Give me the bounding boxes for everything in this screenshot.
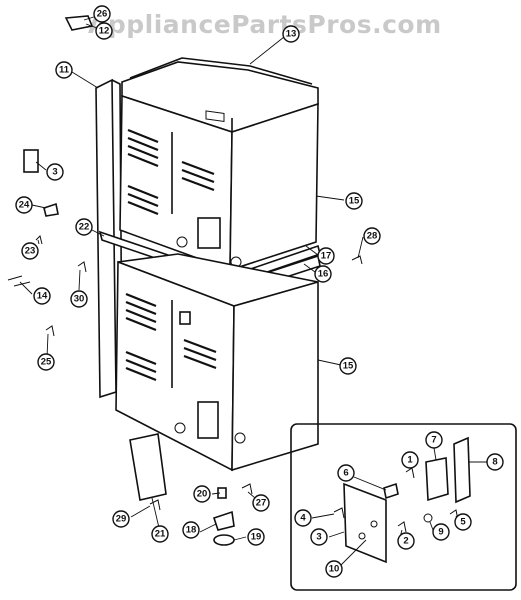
detail-inset bbox=[290, 423, 517, 591]
callout-2: 2 bbox=[397, 532, 415, 550]
screw-1 bbox=[405, 467, 415, 479]
callout-22: 22 bbox=[75, 218, 93, 236]
svg-text:23: 23 bbox=[25, 246, 36, 257]
svg-text:11: 11 bbox=[59, 65, 70, 76]
svg-text:1: 1 bbox=[407, 455, 413, 466]
svg-text:6: 6 bbox=[343, 468, 348, 479]
callout-6: 6 bbox=[337, 464, 355, 482]
callout-14: 14 bbox=[33, 287, 51, 305]
svg-text:9: 9 bbox=[438, 527, 443, 538]
mount-plate-10 bbox=[343, 482, 387, 564]
callout-29: 29 bbox=[112, 510, 130, 528]
callout-23: 23 bbox=[21, 242, 39, 260]
svg-text:22: 22 bbox=[79, 222, 90, 233]
terminal-block-7 bbox=[425, 457, 449, 502]
svg-text:28: 28 bbox=[367, 231, 378, 242]
callout-5: 5 bbox=[454, 513, 472, 531]
callout-17: 17 bbox=[317, 247, 335, 265]
svg-text:15: 15 bbox=[343, 361, 354, 372]
screw-30 bbox=[77, 261, 87, 273]
svg-text:15: 15 bbox=[349, 196, 360, 207]
svg-text:10: 10 bbox=[329, 564, 340, 575]
svg-text:26: 26 bbox=[97, 9, 108, 20]
callout-15-upper: 15 bbox=[345, 192, 363, 210]
callout-1: 1 bbox=[401, 451, 419, 469]
svg-text:30: 30 bbox=[74, 294, 85, 305]
svg-text:21: 21 bbox=[155, 529, 166, 540]
callout-27: 27 bbox=[252, 494, 270, 512]
screw-2 bbox=[397, 521, 407, 533]
callout-13: 13 bbox=[282, 25, 300, 43]
screw-29 bbox=[149, 499, 161, 511]
svg-text:3: 3 bbox=[52, 167, 57, 178]
washer-19 bbox=[213, 534, 235, 546]
callout-11: 11 bbox=[55, 61, 73, 79]
svg-text:27: 27 bbox=[256, 498, 267, 509]
plate-21 bbox=[129, 433, 167, 501]
watermark-text: AppliancePartsPros.com bbox=[88, 10, 442, 39]
screw-4 bbox=[333, 507, 345, 519]
callout-18: 18 bbox=[182, 521, 200, 539]
loose-parts bbox=[7, 15, 363, 546]
callout-9: 9 bbox=[432, 523, 450, 541]
clip-24 bbox=[43, 202, 59, 217]
svg-text:12: 12 bbox=[99, 26, 110, 37]
callout-25: 25 bbox=[37, 353, 55, 371]
callout-bubbles: 26 12 13 11 3 24 23 22 14 30 25 15 28 17… bbox=[15, 5, 504, 578]
callout-21: 21 bbox=[151, 525, 169, 543]
svg-text:13: 13 bbox=[286, 29, 297, 40]
callout-30: 30 bbox=[70, 290, 88, 308]
svg-text:5: 5 bbox=[460, 517, 466, 528]
svg-text:17: 17 bbox=[321, 251, 332, 262]
svg-text:16: 16 bbox=[318, 269, 329, 280]
svg-text:24: 24 bbox=[19, 200, 30, 211]
screw-25 bbox=[45, 325, 55, 337]
bolt-18 bbox=[212, 510, 235, 531]
svg-text:7: 7 bbox=[431, 435, 436, 446]
lower-cabinet bbox=[115, 253, 319, 472]
svg-text:25: 25 bbox=[41, 357, 52, 368]
callout-8: 8 bbox=[486, 453, 504, 471]
callout-28: 28 bbox=[363, 227, 381, 245]
callout-7: 7 bbox=[425, 431, 443, 449]
clip-6 bbox=[383, 482, 399, 500]
lower-side-vents bbox=[125, 292, 217, 382]
svg-text:14: 14 bbox=[37, 291, 48, 302]
washer-9 bbox=[423, 513, 433, 523]
callout-15-lower: 15 bbox=[339, 357, 357, 375]
svg-text:8: 8 bbox=[492, 457, 497, 468]
svg-text:29: 29 bbox=[116, 514, 127, 525]
callout-19: 19 bbox=[247, 528, 265, 546]
svg-text:4: 4 bbox=[300, 513, 306, 524]
svg-text:19: 19 bbox=[251, 532, 262, 543]
plate-3 bbox=[23, 149, 39, 173]
callout-3-upper: 3 bbox=[46, 163, 64, 181]
bracket-8 bbox=[453, 436, 471, 504]
callout-4: 4 bbox=[294, 509, 312, 527]
callout-12: 12 bbox=[95, 22, 113, 40]
callout-3-inset: 3 bbox=[310, 528, 328, 546]
svg-text:2: 2 bbox=[403, 536, 408, 547]
svg-text:18: 18 bbox=[186, 525, 197, 536]
svg-text:3: 3 bbox=[316, 532, 321, 543]
callout-10: 10 bbox=[325, 560, 343, 578]
callout-24: 24 bbox=[15, 196, 33, 214]
wire-14 bbox=[7, 275, 31, 287]
hook-23 bbox=[35, 235, 43, 245]
screw-27 bbox=[241, 483, 253, 495]
callout-26: 26 bbox=[93, 5, 111, 23]
upper-cabinet bbox=[119, 57, 319, 272]
screw-28 bbox=[351, 255, 363, 265]
callout-16: 16 bbox=[314, 265, 332, 283]
callout-20: 20 bbox=[193, 485, 211, 503]
upper-side-vents bbox=[127, 128, 215, 216]
svg-text:20: 20 bbox=[197, 489, 208, 500]
